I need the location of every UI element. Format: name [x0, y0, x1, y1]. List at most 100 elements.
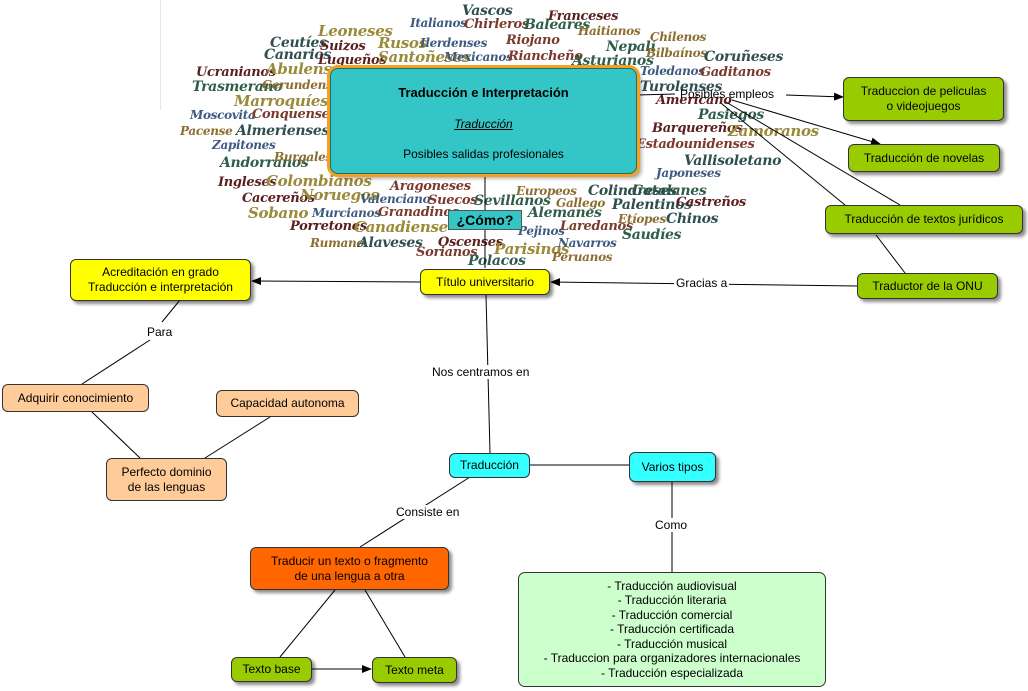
node-textos-juridicos[interactable]: Traducción de textos jurídicos — [825, 205, 1023, 234]
word-cloud-word: Ucranianos — [196, 65, 276, 80]
node-acreditacion[interactable]: Acreditación en grado Traducción e inter… — [70, 259, 251, 301]
word-cloud-word: Mexicanos — [444, 50, 513, 64]
word-cloud-word: Suecos — [428, 193, 478, 208]
word-cloud-word: Nepalí — [606, 39, 656, 55]
word-cloud-word: Saudíes — [622, 227, 682, 243]
word-cloud-word: Lugueños — [318, 53, 387, 68]
word-cloud-word: Canadiense — [354, 218, 448, 236]
link-acreditacion-para — [161, 299, 181, 323]
word-cloud-word: Pasiegos — [698, 107, 764, 123]
node-tipos-traduccion[interactable]: - Traducción audiovisual - Traducción li… — [518, 572, 826, 687]
link-empleos-novelas — [731, 99, 881, 146]
word-cloud-word: Ilerdenses — [420, 36, 488, 50]
link-capacidad-perfecto — [204, 416, 271, 459]
word-cloud-word: Colindreses — [588, 183, 677, 199]
word-cloud-word: Catalanes — [632, 183, 707, 199]
word-cloud-word: Rusos — [378, 34, 427, 52]
word-cloud-word: Navarros — [558, 236, 617, 250]
word-cloud-word: Murcianos — [312, 206, 381, 220]
label-nos-centramos: Nos centramos en — [430, 365, 532, 379]
como-node[interactable]: ¿Cómo? — [448, 210, 522, 230]
label-posibles-empleos: Posibles empleos — [680, 87, 775, 101]
link-empleos-peliculas — [785, 92, 844, 101]
word-cloud-word: Sorianos — [416, 245, 478, 260]
word-cloud-word: Suizos — [320, 39, 366, 54]
word-cloud-word: Leoneses — [318, 22, 393, 40]
word-cloud-word: Pejinos — [518, 224, 565, 238]
word-cloud-word: Valenciano — [360, 192, 431, 206]
node-peliculas-videojuegos[interactable]: Traduccion de peliculas o videojuegos — [843, 77, 1004, 121]
node-adquirir-conocimiento[interactable]: Adquirir conocimiento — [2, 384, 149, 412]
word-cloud-word: Conquense — [252, 107, 330, 122]
word-cloud-word: Toledanos — [640, 64, 705, 78]
word-cloud-word: Etíopes — [618, 212, 666, 226]
node-traducir-texto[interactable]: Traducir un texto o fragmento de una len… — [250, 547, 449, 590]
word-cloud-word: Cacereños — [242, 191, 315, 206]
divider — [160, 0, 161, 110]
label-consiste-en: Consiste en — [394, 505, 462, 519]
word-cloud-word: Bilbaínos — [646, 46, 707, 60]
word-cloud-word: Marroquíes — [234, 92, 329, 110]
node-novelas[interactable]: Traducción de novelas — [848, 144, 1000, 172]
word-cloud-word: Parisinos — [494, 240, 569, 258]
word-cloud-word: Zapitones — [212, 138, 276, 152]
word-cloud-word: Santoñeses — [378, 48, 471, 66]
link-para-adquirir — [81, 339, 151, 385]
link-empleos-onu — [721, 103, 846, 206]
node-traductor-onu[interactable]: Traductor de la ONU — [857, 273, 998, 299]
word-cloud-word: Granadinos — [378, 205, 459, 220]
word-cloud-word: Gaditanos — [700, 65, 771, 80]
node-capacidad-autonoma[interactable]: Capacidad autonoma — [216, 390, 359, 417]
word-cloud-word: Gerundenses — [262, 78, 347, 92]
word-cloud-word: Burgaleses — [274, 150, 346, 164]
node-traduccion[interactable]: Traducción — [449, 453, 530, 478]
word-cloud-word: Asturianos — [572, 53, 654, 69]
node-perfecto-dominio[interactable]: Perfecto dominio de las lenguas — [106, 458, 227, 501]
word-cloud-word: Sevillanos — [474, 193, 551, 209]
word-cloud-word: Aragoneses — [390, 179, 471, 194]
word-cloud-word: Turolenses — [640, 79, 723, 95]
word-cloud-word: Oscenses — [438, 235, 503, 250]
word-cloud-word: Italianos — [410, 16, 467, 30]
word-cloud-word: Barquereños — [652, 121, 743, 136]
word-cloud-word: Laredanos — [560, 219, 633, 234]
word-cloud-word: Estadounidenses — [636, 137, 755, 152]
link-main-empleos — [636, 93, 676, 96]
word-cloud-word: Riojano — [506, 33, 560, 48]
main-topic-node[interactable]: Traducción e Interpretación Traducción P… — [330, 68, 637, 174]
word-cloud-word: Polacos — [468, 253, 526, 269]
word-cloud-word: Coruñeses — [704, 49, 784, 65]
link-adquirir-perfecto — [91, 411, 141, 459]
main-caption: Posibles salidas profesionales — [403, 147, 564, 161]
word-cloud-word: Abulenses — [266, 60, 349, 78]
word-cloud-word: Noruegos — [300, 186, 379, 204]
node-texto-base[interactable]: Texto base — [231, 657, 312, 682]
word-cloud-word: Pacense — [180, 124, 233, 138]
word-cloud-word: Porretones — [290, 219, 367, 234]
word-cloud-word: Alemanes — [528, 205, 602, 221]
link-juridicos-onu — [875, 234, 906, 274]
word-cloud-word: Ingleses — [218, 175, 277, 190]
word-cloud-word: Baleares — [524, 17, 590, 33]
word-cloud-word: Chilenos — [650, 30, 707, 44]
word-cloud-word: Riancheño — [508, 49, 583, 64]
word-cloud-word: Canarios — [264, 47, 331, 63]
link-traducir-base — [279, 589, 336, 658]
word-cloud-word: Chirleros — [464, 17, 529, 32]
word-cloud-word: Franceses — [548, 9, 619, 24]
node-varios-tipos[interactable]: Varios tipos — [629, 452, 716, 482]
word-cloud-word: Peruanos — [552, 250, 613, 264]
word-cloud-word: Ceutíes — [270, 35, 327, 51]
word-cloud-word: Alaveses — [358, 235, 423, 251]
node-texto-meta[interactable]: Texto meta — [372, 657, 457, 683]
main-subtitle-link[interactable]: Traducción — [454, 117, 513, 131]
word-cloud-word: Americano — [656, 93, 732, 108]
word-cloud-word: Trasmerano — [192, 79, 283, 95]
word-cloud-word: Almerienses — [236, 123, 330, 139]
node-titulo-universitario[interactable]: Título universitario — [420, 269, 550, 295]
word-cloud-word: Moscovita — [190, 108, 256, 122]
main-title: Traducción e Interpretación — [398, 85, 569, 100]
